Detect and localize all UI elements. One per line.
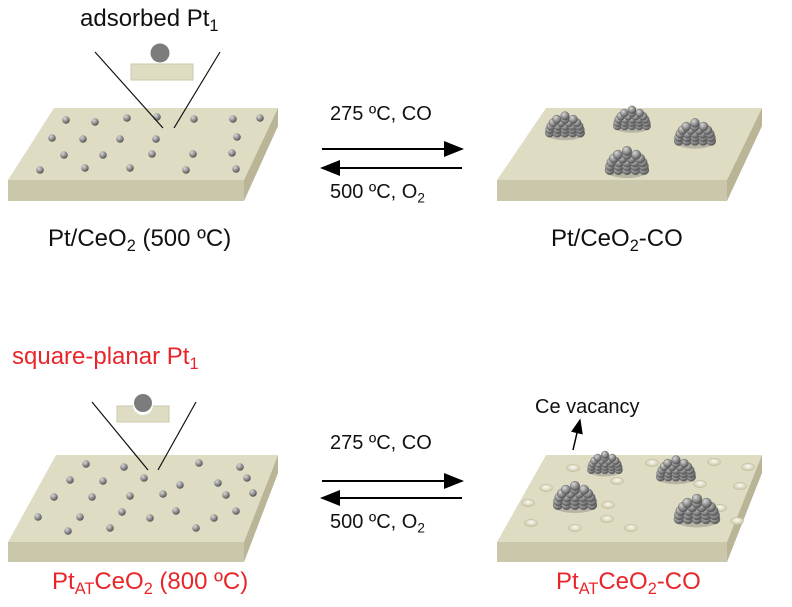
ce-vacancy-pit	[601, 501, 615, 509]
pt-single-atom	[106, 524, 114, 532]
single-atoms-bottom-left	[34, 459, 257, 535]
pt-nanoparticle	[545, 111, 585, 141]
pt-single-atom	[140, 474, 148, 482]
ce-vacancy-label: Ce vacancy	[535, 396, 640, 418]
pt-single-atom	[172, 507, 180, 515]
bottom-right-sample-label: PtATCeO2-CO	[556, 568, 701, 599]
pt-single-atom	[79, 135, 87, 143]
pt-nanoparticle	[613, 105, 651, 133]
pt-single-atom	[214, 479, 222, 487]
top-reaction-arrows	[320, 141, 464, 176]
adsorbed-pt-label: adsorbed Pt1	[80, 5, 219, 36]
pt-single-atom	[123, 114, 131, 122]
pt-nanoparticle	[673, 118, 717, 149]
inset-square-planar-pt	[91, 394, 197, 471]
pt-single-atom	[190, 115, 198, 123]
top-forward-condition: 275 ºC, CO	[330, 103, 432, 125]
ce-vacancy-pit	[524, 519, 538, 527]
pt-single-atom	[256, 114, 264, 122]
pt-single-atom	[118, 508, 126, 516]
pt-single-atom	[192, 524, 200, 532]
pt-single-atom	[236, 463, 244, 471]
bottom-forward-condition: 275 ºC, CO	[330, 432, 432, 454]
pt-single-atom	[228, 149, 236, 157]
pt-single-atom	[66, 476, 74, 484]
pt-nanoparticle	[587, 450, 623, 477]
pt-single-atom	[34, 513, 42, 521]
ce-vacancy-pointer	[571, 418, 583, 451]
pt-single-atom	[126, 492, 134, 500]
pt-single-atom	[126, 164, 134, 172]
pt-nanoparticle	[656, 455, 696, 485]
ce-vacancy-pit	[539, 484, 553, 492]
pt-single-atom	[60, 151, 68, 159]
bottom-reverse-condition: 500 ºC, O2	[330, 511, 425, 536]
pt-clusters-bottom-right	[552, 450, 721, 528]
pt-single-atom	[99, 151, 107, 159]
ce-vacancy-pits	[521, 458, 755, 532]
support-slab-bottom-left	[8, 455, 278, 562]
top-right-sample-label: Pt/CeO2-CO	[551, 225, 683, 256]
ce-vacancy-pit	[707, 458, 721, 466]
inset-adsorbed-pt	[94, 43, 221, 129]
pt-single-atom	[232, 165, 240, 173]
square-planar-pt-label: square-planar Pt1	[12, 343, 199, 374]
pt-nanoparticle	[552, 481, 598, 513]
pt-single-atom	[50, 493, 58, 501]
pt-single-atom	[243, 474, 251, 482]
pt-single-atom	[146, 514, 154, 522]
pt-single-atom	[116, 135, 124, 143]
pt-single-atom	[195, 459, 203, 467]
pt-single-atom	[210, 514, 218, 522]
pt-single-atom	[182, 166, 190, 174]
pt-single-atom	[159, 490, 167, 498]
pt-clusters-top-right	[545, 105, 717, 178]
pt-single-atom	[81, 164, 89, 172]
pt-single-atom	[88, 493, 96, 501]
pt-single-atom	[233, 133, 241, 141]
bottom-left-sample-label: PtATCeO2 (800 ºC)	[52, 568, 249, 599]
ce-vacancy-pit	[521, 499, 535, 507]
pt-single-atom	[99, 477, 107, 485]
pt-single-atom	[189, 150, 197, 158]
pt-single-atom	[76, 513, 84, 521]
ce-vacancy-pit	[624, 524, 638, 532]
pt-single-atom	[148, 150, 156, 158]
top-left-sample-label: Pt/CeO2 (500 ºC)	[48, 225, 232, 256]
ce-vacancy-pit	[600, 515, 614, 523]
pt-nanoparticle	[673, 493, 721, 528]
pt-single-atom	[91, 118, 99, 126]
ce-vacancy-pit	[730, 517, 744, 525]
ce-vacancy-pit	[693, 480, 707, 488]
ce-vacancy-pit	[568, 524, 582, 532]
ce-vacancy-pit	[733, 482, 747, 490]
pt-single-atom	[249, 489, 257, 497]
pt-single-atom	[82, 460, 90, 468]
ce-vacancy-pit	[610, 477, 624, 485]
single-atoms-top-left	[36, 113, 264, 174]
pt-single-atom	[64, 527, 72, 535]
pt-nanoparticle	[604, 146, 650, 178]
pt-single-atom	[120, 463, 128, 471]
bottom-reaction-arrows	[320, 473, 464, 506]
top-reverse-condition: 500 ºC, O2	[330, 181, 425, 206]
pt-single-atom	[176, 481, 184, 489]
pt-single-atom	[62, 116, 70, 124]
support-slab-top-left	[8, 108, 278, 201]
pt-single-atom	[48, 134, 56, 142]
ce-vacancy-pit	[566, 464, 580, 472]
pt-single-atom	[222, 491, 230, 499]
pt-single-atom	[232, 507, 240, 515]
ce-vacancy-pit	[645, 459, 659, 467]
pt-single-atom	[153, 113, 161, 121]
pt-single-atom	[36, 166, 44, 174]
pt-single-atom	[229, 115, 237, 123]
pt-single-atom	[152, 135, 160, 143]
ce-vacancy-pit	[741, 463, 755, 471]
